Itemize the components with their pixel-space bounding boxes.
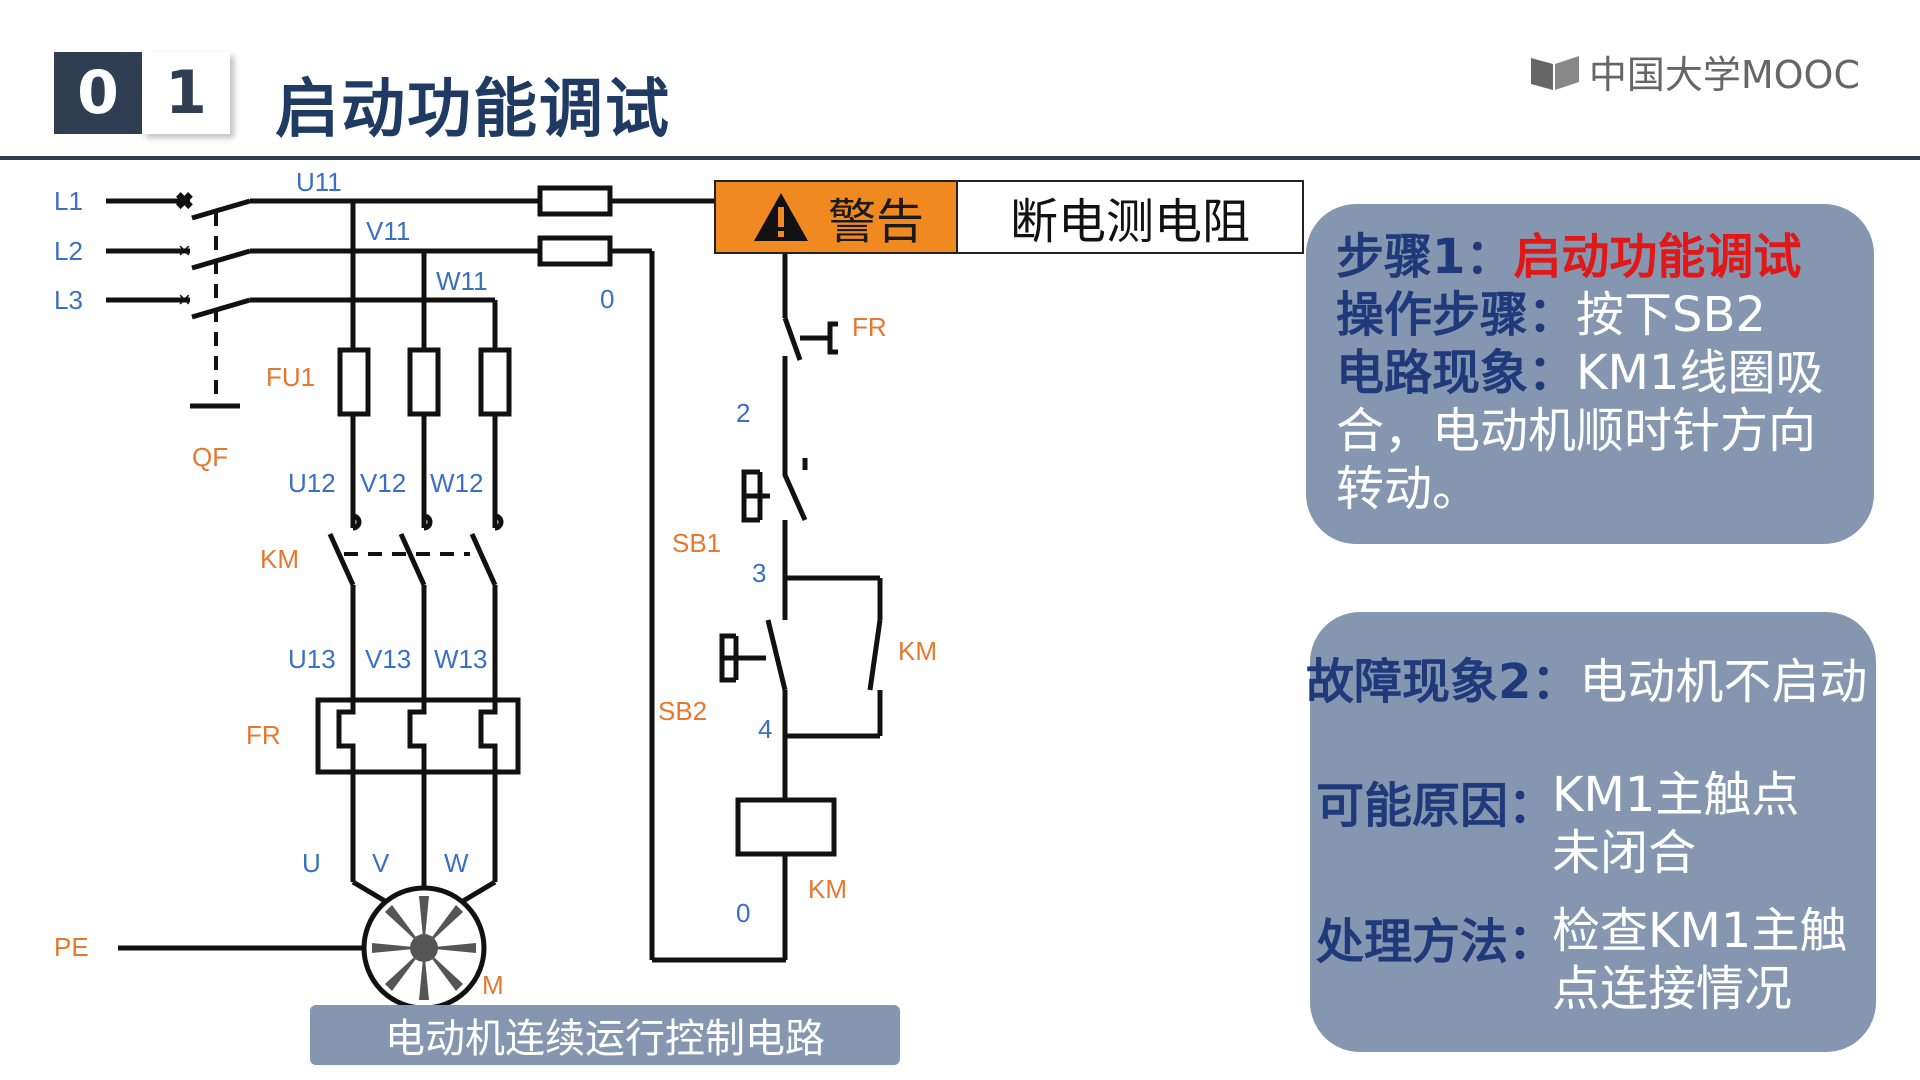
label-V12: V12: [360, 468, 406, 498]
label-node-4: 4: [758, 714, 772, 744]
fault-value: 电动机不启动: [1579, 654, 1868, 710]
operation-value: 按下SB2: [1576, 287, 1766, 343]
cause-value: KM1主触点未闭合: [1552, 767, 1800, 881]
warning-message: 断电测电阻: [958, 180, 1304, 254]
label-W11: W11: [436, 266, 488, 296]
svg-text:×: ×: [178, 188, 191, 213]
label-W12: W12: [430, 468, 483, 498]
label-V13: V13: [365, 644, 411, 674]
label-U: U: [302, 848, 321, 878]
phenomenon-value: KM1线圈吸合，电动机顺时针方向转动。: [1336, 345, 1824, 517]
cause-key: 可能原因：: [1316, 778, 1557, 834]
label-KM-main: KM: [260, 544, 299, 574]
page-title: 启动功能调试: [275, 73, 671, 147]
label-node-3: 3: [752, 558, 766, 588]
fault-info-panel: 故障现象2：电动机不启动 可能原因： KM1主触点未闭合 处理方法： 检查KM1…: [1306, 612, 1876, 1052]
step-key: 步骤1：: [1336, 229, 1514, 285]
label-node-0-bottom: 0: [736, 898, 750, 928]
warning-triangle-icon: [754, 193, 808, 241]
section-number-second-digit: 1: [142, 52, 230, 134]
label-node-0-top: 0: [600, 284, 614, 314]
method-value: 检查KM1主触点连接情况: [1552, 903, 1848, 1017]
book-icon: [1530, 55, 1579, 90]
label-L2: L2: [54, 236, 83, 266]
diagram-caption: 电动机连续运行控制电路: [310, 1005, 900, 1065]
label-node-2: 2: [736, 398, 750, 428]
label-motor-M: M: [482, 970, 504, 1000]
warning-label: 警告: [828, 194, 925, 250]
label-QF: QF: [192, 442, 228, 472]
mooc-logo: 中国大学MOOC: [1529, 44, 1860, 99]
header-divider: [0, 156, 1920, 160]
warning-label-box: 警告: [714, 180, 958, 254]
label-SB1: SB1: [672, 528, 721, 558]
svg-text:×: ×: [178, 287, 191, 312]
label-KM-aux: KM: [898, 636, 937, 666]
label-SB2: SB2: [658, 696, 707, 726]
label-L3: L3: [54, 285, 83, 315]
section-number-first-digit: 0: [54, 52, 142, 134]
label-W: W: [444, 848, 469, 878]
label-V: V: [372, 848, 390, 878]
label-U11: U11: [296, 167, 342, 197]
operation-key: 操作步骤：: [1336, 287, 1577, 343]
label-KM-coil: KM: [808, 874, 847, 904]
label-V11: V11: [366, 216, 410, 246]
logo-text: 中国大学MOOC: [1588, 53, 1860, 97]
label-FR-control: FR: [852, 312, 887, 342]
label-W13: W13: [434, 644, 487, 674]
label-FU1: FU1: [266, 362, 315, 392]
label-L1: L1: [54, 186, 83, 216]
method-key: 处理方法：: [1316, 914, 1557, 970]
step-value: 启动功能调试: [1513, 229, 1802, 285]
fault-key: 故障现象2：: [1306, 654, 1580, 710]
step-info-panel: 步骤1：启动功能调试 操作步骤：按下SB2 电路现象：KM1线圈吸合，电动机顺时…: [1306, 204, 1874, 544]
label-PE: PE: [54, 932, 89, 962]
label-U12: U12: [288, 468, 336, 498]
warning-banner: 警告 断电测电阻: [714, 180, 1304, 254]
phenomenon-key: 电路现象：: [1336, 345, 1577, 401]
label-FR-main: FR: [246, 720, 281, 750]
label-U13: U13: [288, 644, 336, 674]
svg-text:×: ×: [178, 238, 191, 263]
motor-control-circuit-diagram: × × ×: [54, 167, 937, 1011]
